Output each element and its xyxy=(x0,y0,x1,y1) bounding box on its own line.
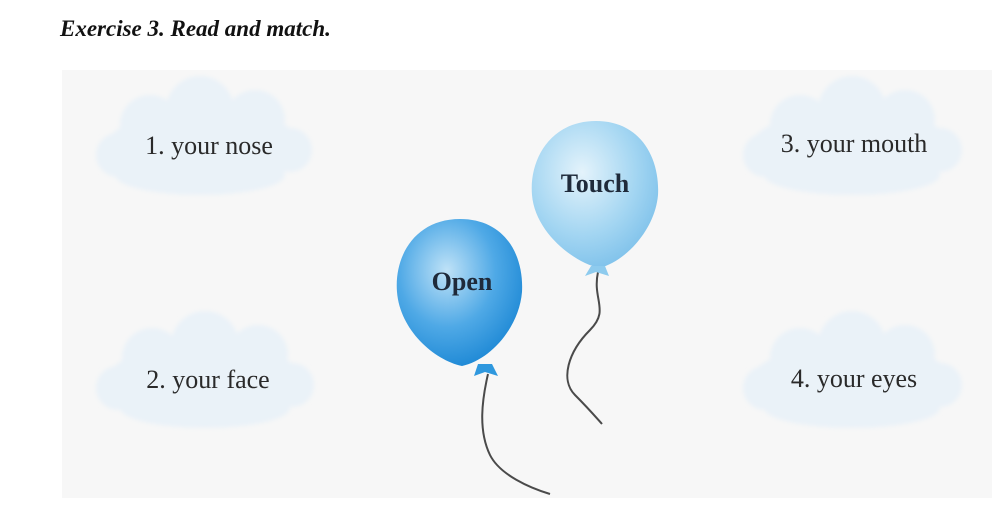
balloon-label: Touch xyxy=(561,169,630,198)
balloon-body xyxy=(396,219,523,366)
exercise-title: Exercise 3. Read and match. xyxy=(60,16,331,41)
balloon-string xyxy=(566,271,603,425)
cloud-item-your-eyes[interactable]: 4. your eyes xyxy=(743,311,962,428)
balloon-label: Open xyxy=(432,267,493,296)
balloon-knot xyxy=(474,364,498,376)
cloud-shape xyxy=(743,311,962,428)
cloud-shape xyxy=(743,76,962,195)
cloud-label: 2. your face xyxy=(146,365,269,394)
cloud-shape xyxy=(96,76,312,195)
balloon-string xyxy=(481,373,551,495)
balloon-knot xyxy=(585,266,609,276)
cloud-label: 3. your mouth xyxy=(781,129,928,158)
cloud-item-your-face[interactable]: 2. your face xyxy=(96,311,314,428)
cloud-label: 4. your eyes xyxy=(791,364,917,393)
cloud-item-your-nose[interactable]: 1. your nose xyxy=(96,76,312,195)
balloon-body xyxy=(531,121,659,268)
cloud-label: 1. your nose xyxy=(145,131,273,160)
balloon-touch[interactable]: Touch xyxy=(531,121,659,425)
balloon-open[interactable]: Open xyxy=(396,219,551,495)
cloud-shape xyxy=(96,311,314,428)
cloud-item-your-mouth[interactable]: 3. your mouth xyxy=(743,76,962,195)
